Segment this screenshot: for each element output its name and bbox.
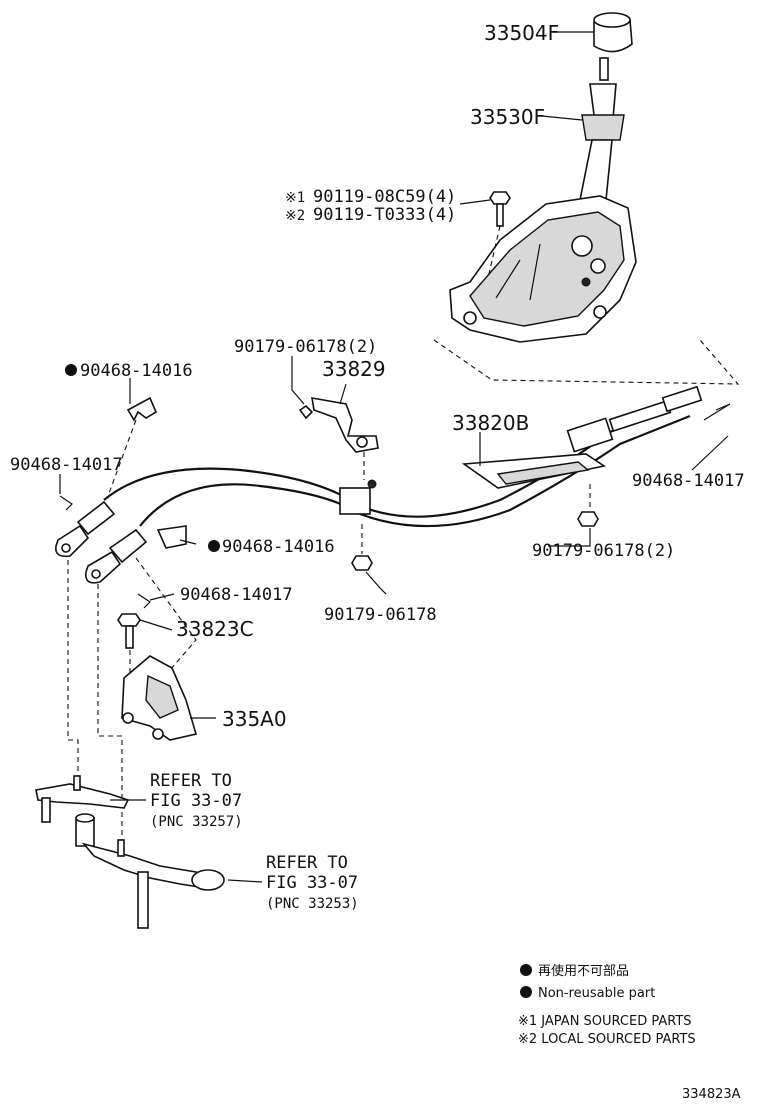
bolt-33823c (117, 613, 141, 649)
reference-block-2: REFER TO FIG 33-07 (PNC 33253) (266, 853, 359, 912)
reference-block-1: REFER TO FIG 33-07 (PNC 33257) (150, 771, 243, 830)
leader-lines (59, 31, 729, 883)
ref1-line2: FIG 33-07 (150, 791, 242, 811)
label-pin-left: 90468-14017 (10, 455, 123, 475)
pin-left (59, 495, 73, 511)
ref1-line1: REFER TO (150, 771, 232, 791)
nonreusable-marker-2 (208, 540, 220, 552)
label-nut-right: 90179-06178(2) (532, 541, 675, 561)
clip-top-left (126, 396, 158, 422)
pin-right (703, 403, 731, 421)
shift-lever-shaft (579, 57, 625, 201)
label-bolt-local: 90119-T0333(4) (313, 205, 456, 225)
legend-en: Non-reusable part (538, 986, 655, 1001)
cable-end-left-1 (54, 500, 116, 558)
label-bolt-333: 33823C (176, 617, 254, 641)
ref2-line1: REFER TO (266, 853, 348, 873)
label-nut-center: 90179-06178 (324, 605, 437, 625)
label-bolt-jp: 90119-08C59(4) (313, 187, 456, 207)
bracket-335a0 (121, 655, 198, 741)
label-pin-mid: 90468-14017 (180, 585, 293, 605)
pin-mid (137, 593, 151, 609)
note-mark-1: ※1 (285, 190, 305, 206)
cable-assembly (103, 385, 703, 528)
label-clip-mid: 90468-14016 (222, 537, 335, 557)
ref2-line3: (PNC 33253) (266, 896, 359, 912)
nut-center (351, 555, 373, 571)
ref2-line2: FIG 33-07 (266, 873, 358, 893)
shift-lever-lower-2 (75, 813, 225, 929)
legend-note2: ※2 LOCAL SOURCED PARTS (518, 1032, 696, 1047)
clip-mid (156, 525, 187, 549)
nonreusable-marker-1 (65, 364, 77, 376)
housing-bolt (489, 191, 511, 227)
legend-jp: 再使用不可部品 (538, 963, 629, 979)
label-bracket-screw: 90179-06178(2) (234, 337, 377, 357)
legend-dot-jp (520, 964, 532, 976)
label-knob: 33504F (484, 21, 559, 45)
legend-note1: ※1 JAPAN SOURCED PARTS (518, 1014, 692, 1029)
cable-bracket-33829 (298, 397, 379, 453)
label-bracket: 33829 (322, 357, 386, 381)
cable-end-left-2 (84, 528, 148, 584)
shift-lever-lower-1 (35, 775, 130, 823)
figure-id: 334823A (682, 1087, 741, 1102)
label-pin-right: 90468-14017 (632, 471, 745, 491)
label-boot: 33530F (470, 105, 545, 129)
label-clip-top-left: 90468-14016 (80, 361, 193, 381)
shift-knob-part (593, 12, 633, 53)
legend: 再使用不可部品 Non-reusable part ※1 JAPAN SOURC… (518, 963, 696, 1047)
ref1-line3: (PNC 33257) (150, 814, 243, 830)
note-mark-2: ※2 (285, 208, 305, 224)
shift-lever-housing (449, 195, 637, 343)
label-bracket-335: 335A0 (222, 707, 287, 731)
legend-dot-en (520, 986, 532, 998)
nut-right (577, 511, 599, 527)
label-cable-assy: 33820B (452, 411, 529, 435)
